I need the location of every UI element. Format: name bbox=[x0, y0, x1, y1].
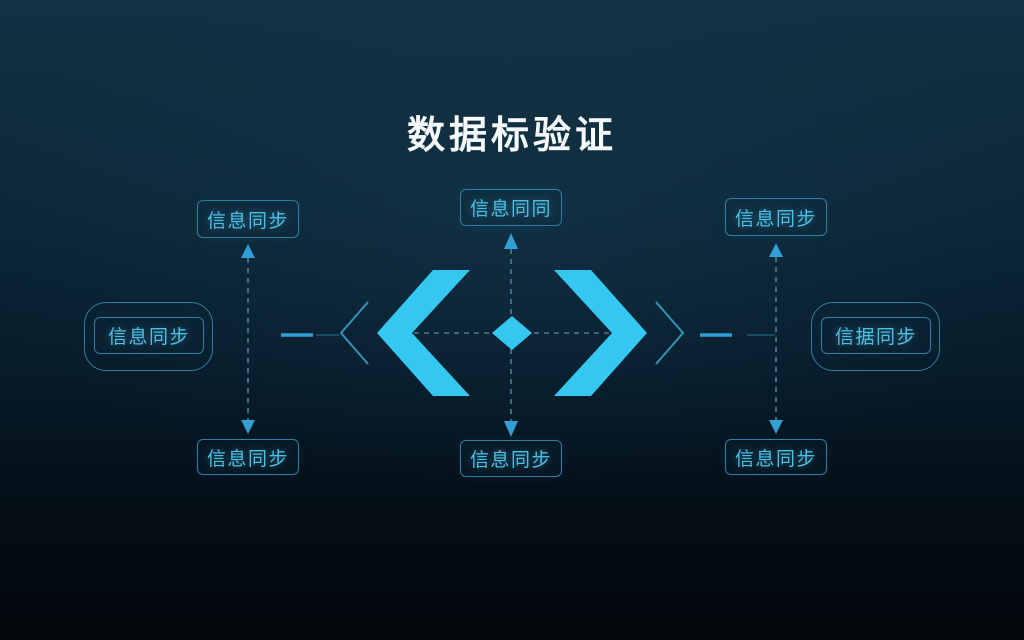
left-thin-chevron-icon bbox=[339, 301, 369, 365]
node-top-right: 信息同步 bbox=[725, 198, 827, 236]
right-thin-chevron-icon bbox=[655, 301, 685, 365]
node-top-center: 信息同同 bbox=[460, 189, 562, 226]
center-vertical-connector bbox=[504, 233, 518, 437]
arrow-down-icon bbox=[504, 421, 518, 437]
right-angle-bracket-icon bbox=[554, 270, 647, 396]
node-mid-right-frame bbox=[811, 302, 940, 371]
node-label: 信息同步 bbox=[107, 327, 190, 348]
node-label: 信息同同 bbox=[469, 199, 552, 220]
node-top-left: 信息同步 bbox=[197, 200, 299, 238]
arrow-up-icon bbox=[241, 244, 255, 258]
node-mid-left: 信息同步 bbox=[94, 317, 204, 354]
node-mid-left-frame bbox=[84, 302, 213, 371]
node-label: 信息同步 bbox=[469, 450, 552, 471]
node-bottom-center: 信息同步 bbox=[460, 440, 562, 477]
arrow-down-icon bbox=[241, 420, 255, 434]
node-mid-right: 信据同步 bbox=[821, 317, 931, 354]
diamond-icon bbox=[492, 316, 532, 350]
arrow-up-icon bbox=[504, 233, 518, 249]
node-label: 信息同步 bbox=[206, 448, 289, 470]
node-label: 信据同步 bbox=[834, 327, 917, 348]
arrow-down-icon bbox=[769, 420, 783, 434]
node-bottom-left: 信息同步 bbox=[197, 439, 299, 475]
arrow-up-icon bbox=[769, 243, 783, 257]
node-bottom-right: 信息同步 bbox=[725, 439, 827, 475]
node-label: 信息同步 bbox=[206, 210, 289, 232]
node-label: 信息同步 bbox=[734, 208, 817, 230]
node-label: 信息同步 bbox=[734, 448, 817, 470]
left-vertical-connector bbox=[241, 244, 255, 434]
page-title: 数据标验证 bbox=[406, 115, 617, 157]
right-vertical-connector bbox=[769, 243, 783, 434]
left-angle-bracket-icon bbox=[377, 270, 470, 396]
